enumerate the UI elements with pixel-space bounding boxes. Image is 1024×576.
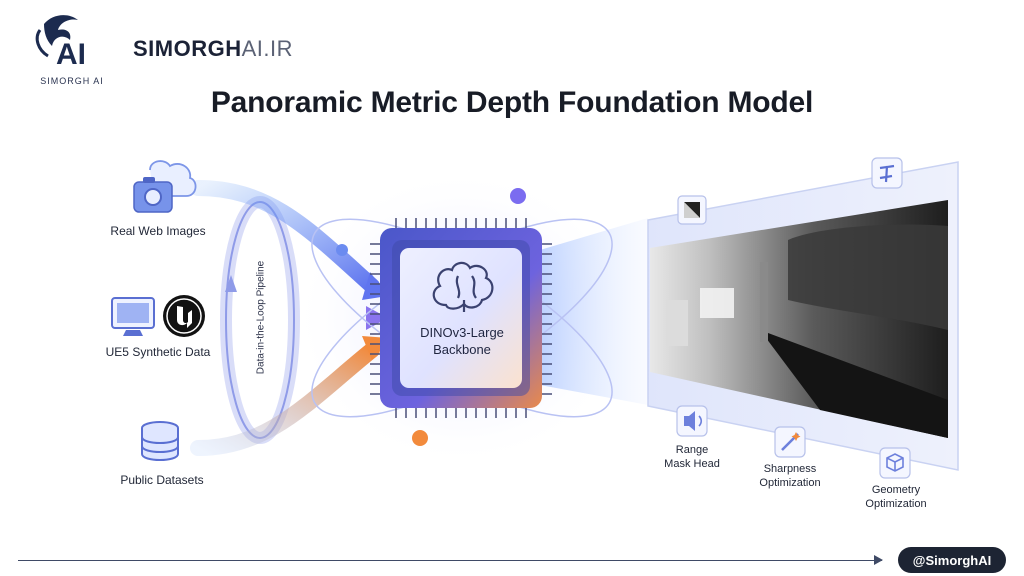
output-label-sharpness: Sharpness Optimization	[744, 463, 836, 491]
figure-icon	[871, 157, 903, 189]
brain-icon	[432, 261, 494, 312]
backbone-line1: DINOv3-Large	[420, 325, 504, 340]
depth-map-panel	[647, 161, 959, 471]
output-label-range-mask: Range Mask Head	[652, 444, 732, 472]
footer-arrow-icon	[874, 555, 883, 565]
output-label-range-mask-line1: Range	[675, 444, 709, 456]
brand-name: SIMORGHAI.IR	[133, 36, 293, 62]
input-label-datasets: Public Datasets	[120, 473, 204, 487]
magic-wand-icon	[774, 426, 806, 458]
output-label-range-mask-line2: Mask Head	[664, 457, 720, 470]
depth-thumbnail-icon	[677, 195, 707, 225]
unreal-engine-icon	[163, 295, 205, 337]
social-handle-badge[interactable]: @SimorghAI	[898, 547, 1006, 573]
input-label-web-images: Real Web Images	[110, 224, 206, 238]
brand-bold: SIMORGH	[133, 36, 242, 61]
simorgh-logo-icon: AI	[35, 15, 86, 71]
output-label-geometry-line2: Optimization	[865, 497, 927, 510]
chip-pins	[370, 218, 552, 418]
database-icon	[141, 421, 179, 461]
cube-icon	[879, 447, 911, 479]
logo-caption: SIMORGH AI	[40, 76, 104, 86]
page-title: Panoramic Metric Depth Foundation Model	[210, 86, 814, 119]
backbone-label: DINOv3-Large Backbone	[406, 325, 518, 359]
brand-light: AI.IR	[241, 36, 294, 61]
output-label-sharpness-line2: Optimization	[759, 476, 821, 489]
output-label-geometry: Geometry Optimization	[850, 484, 942, 512]
output-label-geometry-line1: Geometry	[871, 484, 921, 496]
pipeline-label: Data-in-the-Loop Pipeline	[255, 260, 267, 375]
monitor-icon	[111, 297, 155, 336]
svg-text:AI: AI	[56, 38, 86, 71]
speaker-icon	[676, 405, 708, 437]
input-label-ue5: UE5 Synthetic Data	[105, 345, 211, 359]
footer-divider	[18, 560, 882, 561]
backbone-line2: Backbone	[433, 341, 491, 357]
output-label-sharpness-line1: Sharpness	[763, 463, 817, 475]
camera-cloud-icon	[133, 160, 197, 213]
